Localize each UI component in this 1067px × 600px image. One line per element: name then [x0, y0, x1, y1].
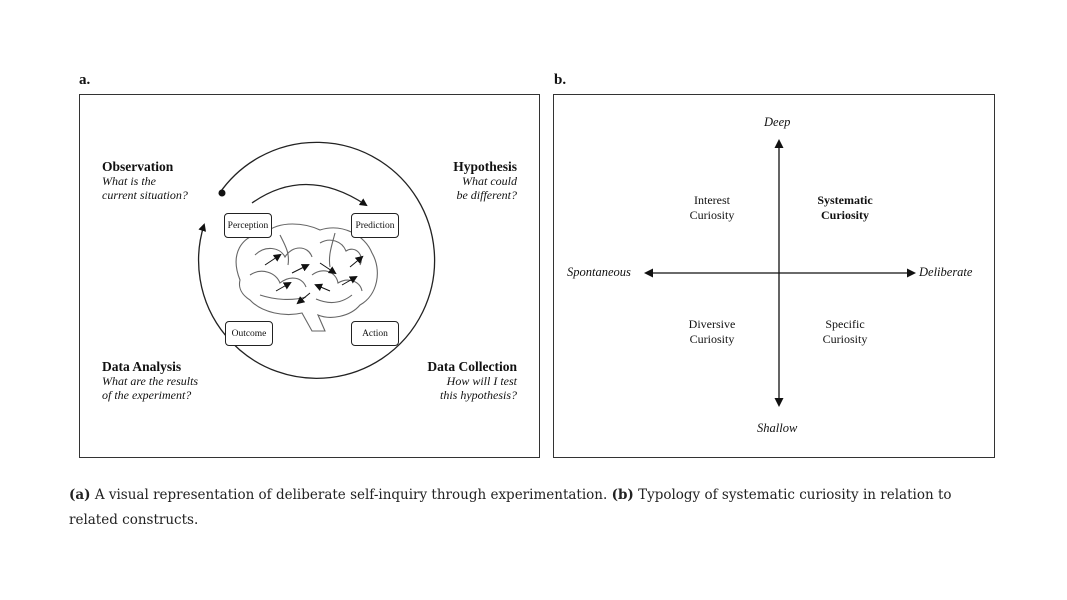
- quadrant-interest-line1: Interest: [694, 193, 730, 207]
- brain-arrows: [264, 253, 364, 305]
- inner-cycle-arc: [251, 183, 368, 207]
- outer-cycle-arc: [197, 141, 436, 379]
- quadrant-interest-curiosity: Interest Curiosity: [652, 193, 772, 223]
- quadrant-systematic-line1: Systematic: [817, 193, 873, 207]
- data-analysis-title: Data Analysis: [102, 359, 182, 374]
- data-collection-question-line1: How will I test: [446, 374, 517, 388]
- quadrant-systematic-curiosity: Systematic Curiosity: [785, 193, 905, 223]
- perception-node: Perception: [224, 213, 272, 238]
- observation-question-line1: What is the: [102, 174, 156, 188]
- data-collection-question-line2: this hypothesis?: [440, 388, 517, 402]
- hypothesis-title: Hypothesis: [453, 159, 517, 174]
- data-analysis-question-line1: What are the results: [102, 374, 199, 388]
- typology-axes: [644, 139, 916, 407]
- axis-label-deep: Deep: [764, 115, 791, 129]
- caption-b-text: Typology of systematic curiosity in rela…: [69, 487, 952, 528]
- cycle-start-dot: [218, 189, 226, 197]
- axis-label-deliberate: Deliberate: [919, 265, 973, 279]
- hypothesis-question-line2: be different?: [456, 188, 517, 202]
- action-node: Action: [351, 321, 399, 346]
- panel-a-label: a.: [79, 72, 91, 88]
- brain-icon: [235, 223, 378, 332]
- quadrant-diversive-curiosity: Diversive Curiosity: [652, 317, 772, 347]
- panel-b-label: b.: [554, 72, 567, 88]
- quadrant-diversive-line2: Curiosity: [689, 332, 735, 346]
- hypothesis-question-line1: What could: [462, 174, 517, 188]
- data-collection-title: Data Collection: [427, 359, 517, 374]
- caption-a-marker: (a): [69, 487, 91, 503]
- caption-a-text: A visual representation of deliberate se…: [90, 487, 612, 503]
- cycle-diagram: [197, 141, 436, 379]
- curiosity-typology-panel: Deep Shallow Spontaneous Deliberate Inte…: [553, 94, 995, 458]
- observation-title: Observation: [102, 159, 174, 174]
- quadrant-specific-curiosity: Specific Curiosity: [785, 317, 905, 347]
- quadrant-diversive-line1: Diversive: [688, 317, 736, 331]
- axis-label-shallow: Shallow: [757, 421, 798, 435]
- quadrant-specific-line1: Specific: [825, 317, 865, 331]
- experimentation-cycle-panel: Observation What is the current situatio…: [79, 94, 540, 458]
- data-analysis-question-line2: of the experiment?: [102, 388, 192, 402]
- caption-b-marker: (b): [611, 487, 634, 503]
- axis-label-spontaneous: Spontaneous: [567, 265, 631, 279]
- figure-caption: (a) A visual representation of deliberat…: [69, 483, 989, 533]
- observation-question-line2: current situation?: [102, 188, 188, 202]
- quadrant-systematic-line2: Curiosity: [821, 208, 869, 222]
- prediction-node: Prediction: [351, 213, 399, 238]
- quadrant-interest-line2: Curiosity: [689, 208, 735, 222]
- quadrant-specific-line2: Curiosity: [822, 332, 868, 346]
- outcome-node: Outcome: [225, 321, 273, 346]
